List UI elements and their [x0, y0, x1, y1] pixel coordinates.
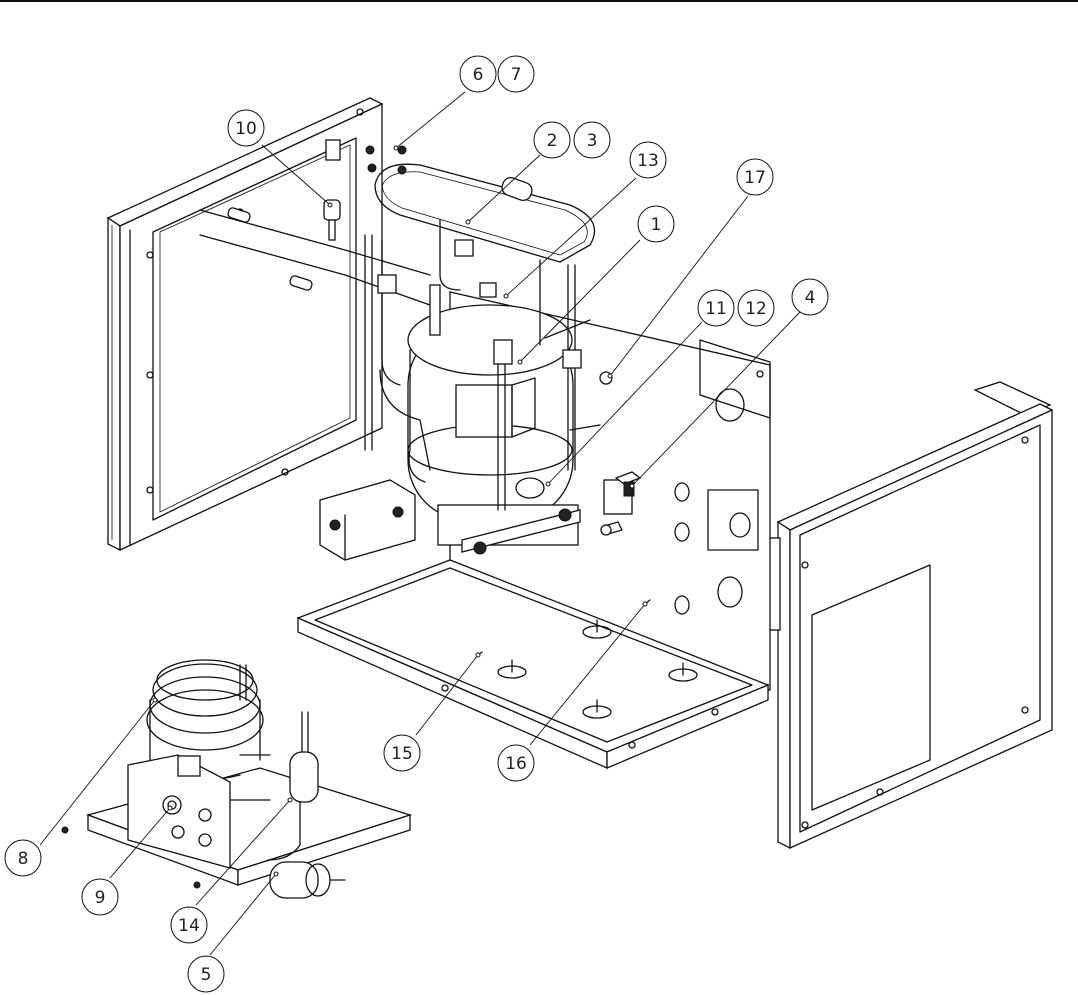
left-panel	[108, 98, 382, 550]
callout-3: 3	[574, 122, 610, 158]
leader-line-5	[210, 874, 276, 955]
leader-arrowhead-16	[643, 602, 647, 606]
leader-line-6	[396, 92, 465, 148]
callout-7: 7	[498, 56, 534, 92]
callout-2: 2	[466, 122, 570, 224]
right-panel	[752, 382, 1052, 848]
callout-number-4: 4	[805, 288, 816, 308]
leader-arrowhead-9	[168, 806, 172, 810]
callout-number-8: 8	[18, 849, 29, 869]
leader-arrowhead-5	[274, 872, 278, 876]
leader-arrowhead-11	[546, 482, 550, 486]
leader-arrowhead-13	[504, 294, 508, 298]
callout-6: 6	[394, 56, 496, 150]
condenser-assembly	[62, 660, 410, 898]
electrical-box	[320, 480, 415, 560]
callout-number-10: 10	[235, 119, 257, 139]
callout-number-6: 6	[473, 65, 484, 85]
leader-arrowhead-17	[608, 374, 612, 378]
leader-arrowhead-15	[476, 653, 480, 657]
callout-12: 12	[738, 290, 774, 326]
callout-number-17: 17	[744, 168, 766, 188]
leader-arrowhead-6	[394, 146, 398, 150]
leader-arrowhead-14	[288, 798, 292, 802]
callout-number-13: 13	[637, 151, 659, 171]
callout-number-7: 7	[511, 65, 522, 85]
callout-number-11: 11	[705, 299, 727, 319]
callout-number-12: 12	[745, 299, 767, 319]
callout-number-16: 16	[505, 754, 527, 774]
callout-number-14: 14	[178, 916, 200, 936]
leader-arrowhead-2	[466, 220, 470, 224]
leader-arrowhead-10	[328, 203, 332, 207]
callout-number-15: 15	[391, 744, 413, 764]
leader-arrowhead-1	[518, 360, 522, 364]
callout-number-3: 3	[587, 131, 598, 151]
callout-number-2: 2	[547, 131, 558, 151]
leader-arrowhead-4	[630, 484, 634, 488]
callout-number-9: 9	[95, 888, 106, 908]
callout-number-1: 1	[651, 215, 662, 235]
leader-arrowhead-8	[153, 698, 157, 702]
callout-number-5: 5	[201, 965, 212, 985]
